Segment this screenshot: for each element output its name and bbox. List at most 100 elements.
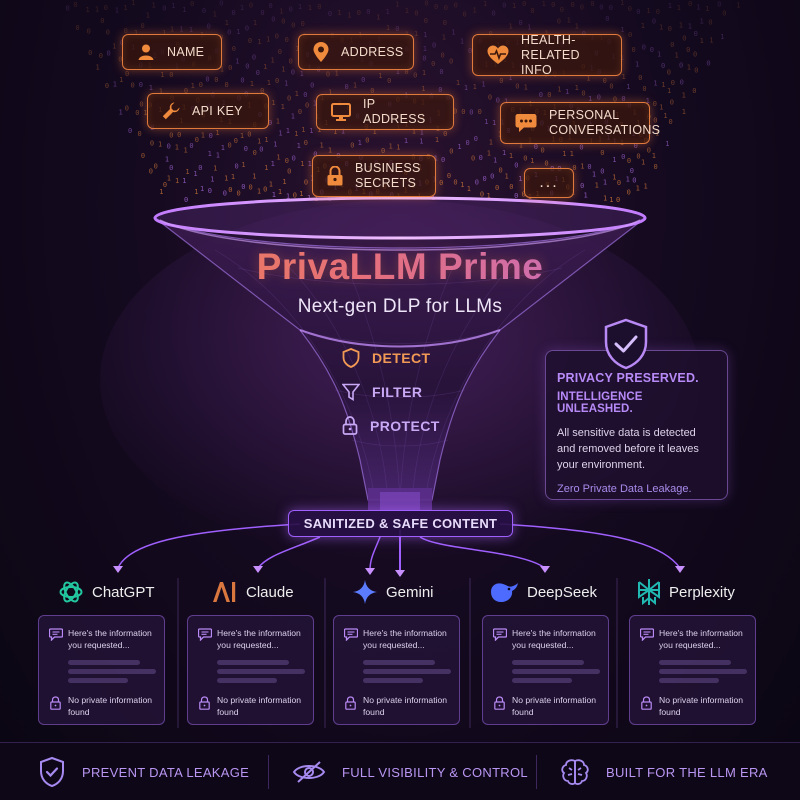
data-stream-digit: 1 (284, 80, 288, 88)
data-stream-digit: 1 (264, 164, 268, 172)
data-stream-digit: 0 (694, 66, 698, 74)
data-stream-digit: 1 (295, 45, 299, 53)
llm-name: ChatGPT (92, 583, 155, 601)
data-stream-digit: 0 (551, 1, 555, 9)
data-stream-digit: 0 (449, 58, 453, 66)
data-stream-digit: 0 (492, 9, 496, 17)
data-stream-digit: 0 (424, 17, 428, 25)
text-placeholder-bar (659, 678, 719, 683)
data-stream-digit: 1 (696, 3, 700, 11)
text-placeholder-bar (363, 669, 451, 674)
data-stream-digit: 0 (653, 100, 657, 108)
data-stream-digit: 0 (722, 10, 726, 18)
claude-logo-icon (213, 582, 236, 602)
data-stream-digit: 0 (599, 3, 603, 11)
data-stream-digit: 1 (175, 177, 179, 185)
data-stream-digit: 0 (443, 19, 447, 27)
data-stream-digit: 1 (185, 168, 189, 176)
data-stream-digit: 1 (395, 1, 399, 9)
feature-label: BUILT FOR THE LLM ERA (606, 764, 768, 780)
data-stream-digit: 0 (245, 62, 249, 70)
feature-visibility-control: FULL VISIBILITY & CONTROL (292, 743, 528, 800)
data-stream-digit: 1 (282, 178, 286, 186)
text-placeholder-bar (363, 678, 423, 683)
data-tag-name: Name (122, 34, 222, 70)
data-stream-digit: 1 (586, 74, 590, 82)
data-stream-digit: 1 (663, 112, 667, 120)
data-stream-digit: 0 (680, 78, 684, 86)
data-stream-digit: 1 (464, 84, 468, 92)
data-stream-digit: 0 (287, 94, 291, 102)
data-stream-digit: 0 (449, 148, 453, 156)
gemini-logo-icon (353, 580, 377, 604)
data-stream-digit: 1 (320, 141, 324, 149)
data-stream-digit: 1 (527, 24, 531, 32)
data-stream-digit: 1 (626, 176, 630, 184)
data-stream-digit: 0 (642, 43, 646, 51)
data-stream-digit: 1 (272, 191, 276, 199)
data-stream-digit: 0 (124, 27, 128, 35)
lock-icon (327, 166, 343, 186)
data-stream-digit: 1 (341, 127, 345, 135)
data-stream-digit: 0 (453, 108, 457, 116)
data-stream-digit: 0 (661, 62, 665, 70)
data-stream-digit: 0 (671, 79, 675, 87)
data-stream-digit: 1 (373, 128, 377, 136)
data-stream-digit: 0 (632, 177, 636, 185)
data-stream-digit: 1 (146, 12, 150, 20)
data-stream-digit: 1 (266, 36, 270, 44)
data-stream-digit: 1 (661, 81, 665, 89)
data-stream-digit: 1 (657, 51, 661, 59)
data-stream-digit: 1 (279, 7, 283, 15)
data-stream-digit: 0 (106, 29, 110, 37)
data-stream-digit: 1 (257, 188, 261, 196)
data-stream-digit: 1 (353, 81, 357, 89)
data-stream-digit: 0 (253, 149, 257, 157)
data-stream-digit: 0 (387, 77, 391, 85)
data-stream-digit: 0 (571, 1, 575, 9)
data-stream-digit: 0 (509, 183, 513, 191)
data-stream-digit: 0 (523, 155, 527, 163)
data-stream-digit: 0 (235, 163, 239, 171)
data-stream-digit: 0 (248, 37, 252, 45)
data-tag-label: API Key (192, 103, 243, 118)
data-stream-digit: 0 (73, 1, 77, 9)
data-stream-digit: 1 (667, 87, 671, 95)
data-stream-digit: 0 (317, 3, 321, 11)
data-stream-digit: 1 (620, 0, 624, 7)
location-pin-icon (313, 42, 329, 62)
privacy-body: All sensitive data is detected and remov… (557, 427, 699, 471)
data-tag-personal-conversations: PersonalConversations (500, 102, 660, 144)
data-stream-digit: 1 (467, 185, 471, 193)
data-stream-digit: 0 (616, 196, 620, 204)
data-stream-digit: 0 (668, 25, 672, 33)
data-stream-digit: 1 (123, 4, 127, 12)
data-tag-label: Related Info (521, 47, 580, 77)
data-stream-digit: 1 (253, 19, 257, 27)
data-stream-digit: 0 (249, 1, 253, 9)
data-stream-digit: 1 (300, 70, 304, 78)
data-stream-digit: 1 (508, 74, 512, 82)
data-stream-digit: 0 (199, 81, 203, 89)
data-stream-digit: 1 (700, 37, 704, 45)
data-stream-digit: 1 (688, 22, 692, 30)
data-stream-digit: 1 (484, 118, 488, 126)
data-stream-digit: 0 (519, 19, 523, 27)
data-stream-digit: 0 (560, 6, 564, 14)
perplexity-logo-icon (638, 579, 660, 606)
data-stream-digit: 0 (138, 130, 142, 138)
data-stream-digit: 0 (105, 82, 109, 90)
data-stream-digit: 1 (252, 172, 256, 180)
data-stream-digit: 1 (299, 190, 303, 198)
data-stream-digit: 1 (460, 181, 464, 189)
data-tag-label: Secrets (355, 176, 417, 190)
data-stream-digit: 0 (636, 153, 640, 161)
action-label: FILTER (372, 384, 423, 400)
data-stream-digit: 1 (134, 29, 138, 37)
data-stream-digit: 1 (492, 119, 496, 127)
data-stream-digit: 0 (634, 142, 638, 150)
privacy-footer: Zero Private Data Leakage. (557, 483, 692, 495)
data-stream-digit: 0 (653, 117, 657, 125)
data-stream-digit: 0 (667, 69, 671, 77)
data-tag-health: Health-Related Info (472, 33, 622, 77)
